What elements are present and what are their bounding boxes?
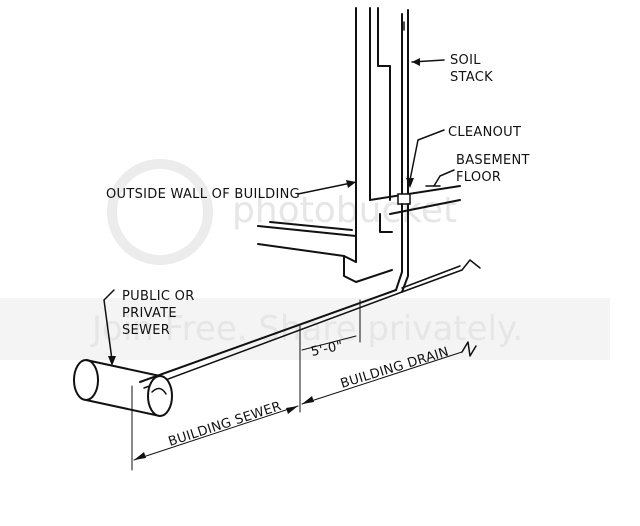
watermark-brand: photobucket (232, 190, 457, 231)
soil-stack (395, 9, 411, 293)
label-cleanout: CLEANOUT (448, 125, 521, 140)
watermark-tagline: Join Free. Share privately. (90, 309, 523, 349)
drain-pipe (139, 259, 481, 389)
label-building-sewer: BUILDING SEWER (167, 399, 284, 450)
leader-lines (103, 58, 455, 366)
label-stack: STACK (450, 70, 493, 85)
label-public-or: PUBLIC OR (122, 289, 195, 304)
watermark-logo (107, 159, 213, 265)
public-sewer-pipe (73, 359, 173, 417)
watermark: photobucket Join Free. Share privately. (0, 159, 610, 360)
label-dimension: 5'-0" (310, 339, 345, 360)
label-basement: BASEMENT (456, 153, 530, 168)
label-floor: FLOOR (456, 170, 501, 185)
outside-wall (257, 7, 461, 283)
label-sewer: SEWER (122, 323, 170, 338)
label-outside-wall: OUTSIDE WALL OF BUILDING (106, 187, 300, 202)
label-soil: SOIL (450, 53, 481, 68)
dimension-lines (131, 299, 477, 471)
cleanout-fitting (397, 193, 411, 205)
label-private: PRIVATE (122, 306, 177, 321)
